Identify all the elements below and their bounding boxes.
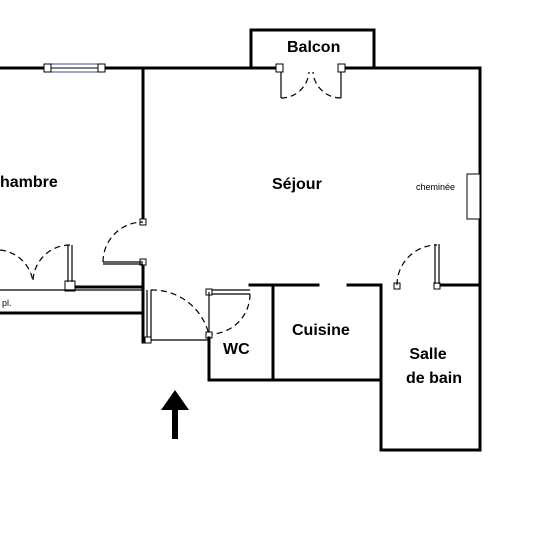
wc-door <box>205 288 251 335</box>
placard: pl. <box>0 289 145 315</box>
balcon-label: Balcon <box>287 39 340 56</box>
entrance-arrow-icon <box>161 390 189 439</box>
chambre-window <box>43 63 106 73</box>
cuisine-label: Cuisine <box>292 322 350 339</box>
cheminee: cheminée <box>416 173 481 220</box>
salle-label-line1: Salle <box>409 346 446 363</box>
sejour-label: Séjour <box>272 176 322 193</box>
entrance-door <box>144 289 213 344</box>
cheminee-label: cheminée <box>416 182 455 192</box>
salle-door <box>393 244 441 290</box>
placard-label: pl. <box>2 298 12 308</box>
balcony-door <box>275 63 346 99</box>
salle-label-line2: de bain <box>406 370 462 387</box>
wc-label: WC <box>223 341 250 358</box>
chambre-sejour-door <box>102 218 147 266</box>
chambre-label: hambre <box>0 174 58 191</box>
chambre-door <box>0 244 76 292</box>
balcony-wall <box>249 28 376 70</box>
